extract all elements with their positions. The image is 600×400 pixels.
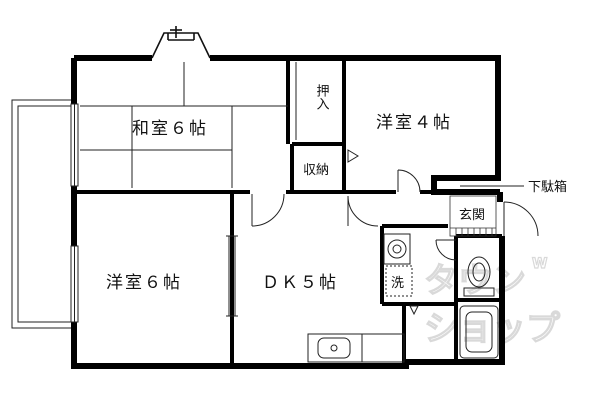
balcony	[11, 99, 75, 329]
storage-arrow	[347, 149, 359, 163]
room-label-shuno: 収納	[303, 163, 329, 178]
room-label-youshitsu-6: 洋室６帖	[106, 273, 182, 293]
watermark-line1: タウン	[424, 261, 526, 301]
room-label-sentaku: 洗	[391, 276, 404, 291]
doors	[226, 169, 539, 317]
tatami-lines	[80, 62, 297, 188]
interior-walls	[74, 58, 502, 366]
room-label-washitsu: 和室６帖	[132, 119, 208, 139]
getabako-label: 下駄箱	[528, 179, 567, 195]
bathtub	[459, 305, 499, 359]
watermark-small: W	[532, 256, 547, 272]
toilet	[463, 256, 495, 297]
room-label-youshitsu-4: 洋室４帖	[376, 113, 452, 133]
left-windows	[70, 103, 79, 323]
hall-arrow	[409, 305, 419, 316]
bay-window	[151, 26, 211, 59]
kitchen-counter	[307, 333, 405, 363]
genkan-floor	[449, 195, 497, 237]
room-label-oshiire: 押入	[314, 84, 330, 110]
room-label-genkan: 玄関	[459, 208, 485, 223]
room-label-dk: ＤＫ５帖	[262, 273, 338, 293]
washing-area	[383, 233, 413, 297]
